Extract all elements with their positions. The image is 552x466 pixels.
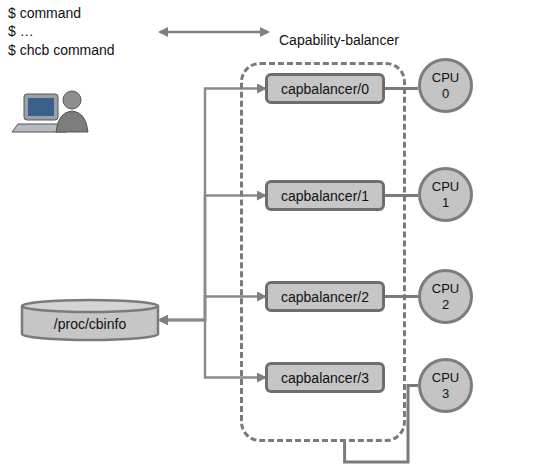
node-text: CPU 2 — [429, 281, 463, 313]
process-box: capbalancer/2 — [265, 281, 385, 312]
bus-connector — [160, 297, 265, 321]
cpu-circle: CPU 1 — [418, 167, 473, 222]
link-line — [385, 194, 418, 197]
bus-connector — [160, 196, 265, 321]
node-text: CPU 1 — [429, 179, 463, 211]
dashed-group: Capability-balancercapbalancer/0capbalan… — [240, 62, 406, 442]
node-text: CPU 0 — [429, 70, 463, 102]
node-text: capbalancer/2 — [281, 289, 369, 305]
node-text: /proc/cbinfo — [54, 316, 126, 332]
group-title: Capability-balancer — [279, 32, 399, 48]
node-text: capbalancer/0 — [281, 81, 369, 97]
cpu-circle: CPU 0 — [418, 58, 473, 113]
command-double-arrow — [160, 31, 268, 34]
command-line-text: $ command — [8, 5, 81, 21]
node-text: capbalancer/3 — [281, 370, 369, 386]
link-line — [345, 386, 418, 463]
process-box: capbalancer/0 — [265, 73, 385, 104]
bus-connector — [160, 320, 265, 378]
command-line-text: $ chcb command — [8, 42, 115, 58]
command-line-text: $ … — [8, 23, 34, 39]
cpu-circle: CPU 2 — [418, 269, 473, 324]
node-text: capbalancer/1 — [281, 188, 369, 204]
cpu-circle: CPU 3 — [418, 358, 473, 413]
user-computer-icon — [12, 91, 88, 132]
bus-connector — [160, 89, 265, 321]
proc-file-cylinder: /proc/cbinfo — [20, 298, 160, 342]
link-line — [385, 295, 418, 298]
node-text: CPU 3 — [429, 370, 463, 402]
process-box: capbalancer/3 — [265, 362, 385, 393]
process-box: capbalancer/1 — [265, 180, 385, 211]
link-line — [385, 87, 418, 90]
